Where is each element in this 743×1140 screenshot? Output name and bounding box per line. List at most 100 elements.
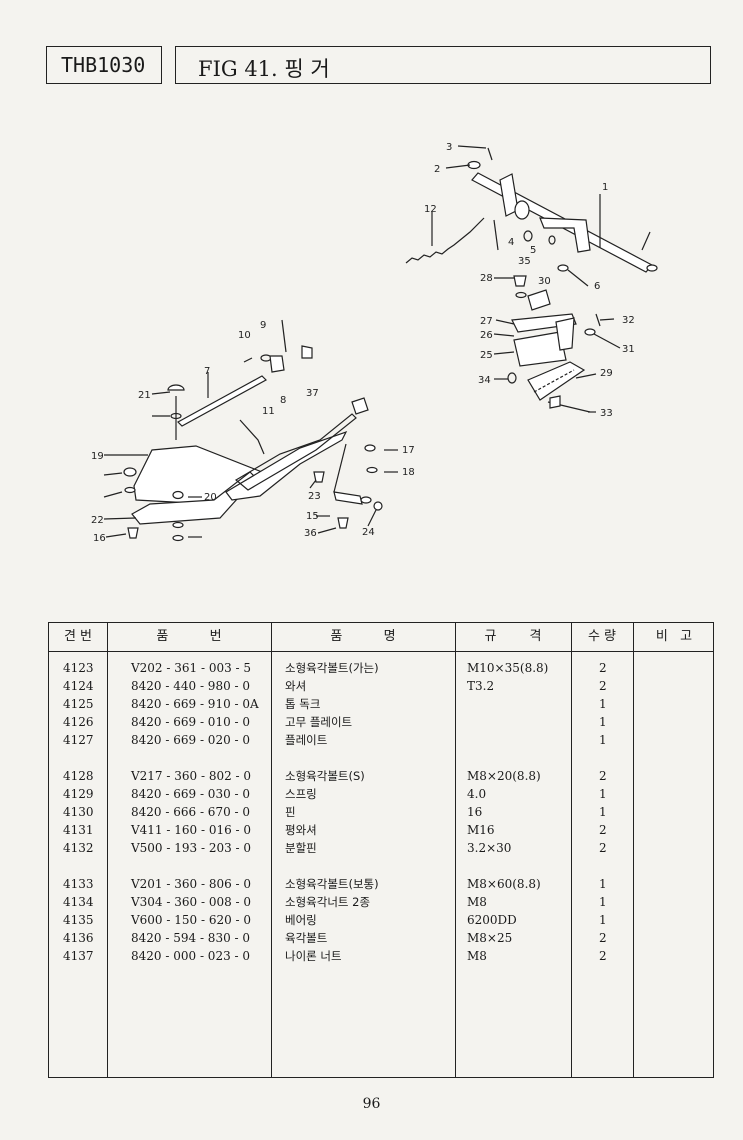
cell-name: 와셔 <box>285 679 307 693</box>
callout-label: 18 <box>402 467 415 478</box>
cell-part-no: V411 - 160 - 016 - 0 <box>131 823 252 837</box>
cell-part-no: 8420 - 669 - 030 - 0 <box>131 787 251 801</box>
exploded-parts-diagram: 1 2 3 4 5 6 7 8 9 10 11 12 13 14 15 16 1… <box>91 142 658 544</box>
cell-part-no: 8420 - 666 - 670 - 0 <box>131 805 251 819</box>
cell-qty: 2 <box>599 931 607 945</box>
cell-no: 4125 <box>63 697 94 711</box>
cell-no: 4124 <box>63 679 94 693</box>
cell-qty: 2 <box>599 823 607 837</box>
cell-part-no: 8420 - 669 - 010 - 0 <box>131 715 251 729</box>
header-qty: 수 량 <box>587 629 617 644</box>
callout-label: 22 <box>91 515 104 526</box>
cell-no: 4134 <box>63 895 94 909</box>
callout-label: 28 <box>480 273 493 284</box>
header-divider <box>49 651 713 652</box>
cell-qty: 2 <box>599 661 607 675</box>
cell-no: 4133 <box>63 877 94 891</box>
cell-part-no: V217 - 360 - 802 - 0 <box>131 769 252 783</box>
callout-label: 1 <box>602 182 608 193</box>
cell-part-no: 8420 - 594 - 830 - 0 <box>131 931 251 945</box>
callout-label: 15 <box>306 511 319 522</box>
cell-qty: 1 <box>599 715 607 729</box>
cell-spec: T3.2 <box>467 679 495 693</box>
model-code: THB1030 <box>61 53 146 77</box>
cell-no: 4137 <box>63 949 94 963</box>
table-row: 4125 8420 - 669 - 910 - 0A 톱 독크 1 <box>49 695 713 713</box>
header-part-no: 품 번 <box>156 629 222 644</box>
callout-label: 31 <box>622 344 635 355</box>
callout-label: 35 <box>518 256 531 267</box>
cell-part-no: V201 - 360 - 806 - 0 <box>131 877 252 891</box>
cell-part-no: V202 - 361 - 003 - 5 <box>131 661 252 675</box>
callout-label: 8 <box>280 395 286 406</box>
cell-spec: M10×35(8.8) <box>467 661 549 675</box>
cell-no: 4126 <box>63 715 94 729</box>
cell-qty: 2 <box>599 679 607 693</box>
cell-qty: 1 <box>599 877 607 891</box>
callout-label: 26 <box>480 330 493 341</box>
cell-name: 소형육각볼트(S) <box>285 769 365 783</box>
cell-no: 4127 <box>63 733 94 747</box>
title-box: FIG 41. 핑 거 <box>175 46 711 84</box>
cell-no: 4135 <box>63 913 94 927</box>
model-box: THB1030 <box>46 46 162 84</box>
callout-label: 6 <box>594 281 600 292</box>
callout-label: 33 <box>600 408 613 419</box>
column-divider <box>271 623 272 1077</box>
callout-label: 36 <box>304 528 317 539</box>
cell-no: 4136 <box>63 931 94 945</box>
callout-label: 16 <box>93 533 106 544</box>
callout-label: 24 <box>362 527 375 538</box>
cell-name: 소형육각너트 2종 <box>285 895 371 909</box>
cell-part-no: 8420 - 669 - 020 - 0 <box>131 733 251 747</box>
table-row: 4124 8420 - 440 - 980 - 0 와셔 T3.2 2 <box>49 677 713 695</box>
cell-qty: 1 <box>599 697 607 711</box>
cell-no: 4130 <box>63 805 94 819</box>
cell-spec: M8×60(8.8) <box>467 877 541 891</box>
callout-label: 7 <box>204 366 210 377</box>
cell-qty: 1 <box>599 895 607 909</box>
cell-spec: 4.0 <box>467 787 487 801</box>
callout-label: 23 <box>308 491 321 502</box>
callout-label: 27 <box>480 316 493 327</box>
cell-name: 소형육각볼트(보통) <box>285 877 379 891</box>
cell-spec: 6200DD <box>467 913 517 927</box>
cell-spec: M16 <box>467 823 495 837</box>
callout-label: 12 <box>424 204 437 215</box>
column-divider <box>633 623 634 1077</box>
callout-label: 4 <box>508 237 514 248</box>
cell-spec: 16 <box>467 805 483 819</box>
cell-part-no: 8420 - 440 - 980 - 0 <box>131 679 251 693</box>
cell-part-no: V600 - 150 - 620 - 0 <box>131 913 252 927</box>
header-name: 품 명 <box>330 629 396 644</box>
cell-part-no: 8420 - 669 - 910 - 0A <box>131 697 259 711</box>
table-row: 4133 V201 - 360 - 806 - 0 소형육각볼트(보통) M8×60(… <box>49 875 713 893</box>
cell-spec: M8 <box>467 895 487 909</box>
cell-spec: M8 <box>467 949 487 963</box>
cell-no: 4123 <box>63 661 94 675</box>
callout-label: 21 <box>138 390 151 401</box>
callout-label: 3 <box>446 142 452 153</box>
cell-name: 플레이트 <box>285 733 328 747</box>
column-divider <box>571 623 572 1077</box>
cell-spec: M8×20(8.8) <box>467 769 541 783</box>
cell-qty: 2 <box>599 841 607 855</box>
callout-label: 19 <box>91 451 104 462</box>
cell-part-no: 8420 - 000 - 023 - 0 <box>131 949 251 963</box>
cell-no: 4129 <box>63 787 94 801</box>
cell-qty: 1 <box>599 913 607 927</box>
cell-name: 톱 독크 <box>285 697 321 711</box>
callout-label: 34 <box>478 375 491 386</box>
cell-name: 나이론 너트 <box>285 949 342 963</box>
callout-labels: 1 2 3 4 5 6 7 8 9 10 11 12 13 14 15 16 1… <box>91 142 635 544</box>
